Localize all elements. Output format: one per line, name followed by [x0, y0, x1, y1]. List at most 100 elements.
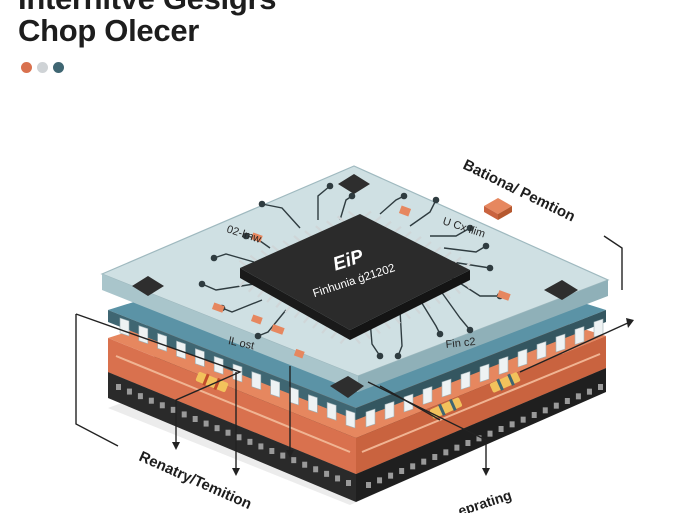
base-pin: [377, 477, 383, 484]
base-pin: [116, 384, 121, 390]
die-pin: [282, 240, 290, 247]
die-pin: [293, 310, 301, 319]
side-pin: [138, 325, 149, 345]
base-pin: [476, 435, 482, 442]
trace: [439, 289, 471, 331]
base-pin: [465, 440, 471, 446]
base-pin: [498, 426, 504, 432]
callout-top-right: Bationa/ Pemtion: [460, 156, 578, 225]
die-pin: [238, 259, 247, 267]
die-pin: [284, 305, 292, 314]
base-pin: [575, 393, 581, 400]
callout-arrowheads: [172, 318, 634, 476]
die-pin: [315, 225, 323, 233]
trace-via: [432, 196, 440, 204]
dot-grey: [37, 62, 48, 73]
trace-via: [254, 332, 262, 340]
side-pin: [308, 394, 318, 414]
base-pin: [487, 430, 493, 437]
trace: [317, 185, 331, 220]
base-pin: [214, 425, 220, 432]
die-pin: [394, 316, 401, 325]
trace-via: [394, 352, 402, 360]
die-pin: [275, 300, 283, 308]
trace-via: [482, 242, 490, 250]
side-pin: [289, 386, 299, 406]
die-pin: [434, 296, 441, 305]
circuit-traces: [198, 182, 504, 360]
die-pin: [304, 230, 312, 237]
die-pin: [293, 235, 301, 242]
side-pin: [176, 340, 186, 360]
side-pin: [326, 401, 337, 421]
trace-via: [466, 326, 474, 334]
trace-via: [348, 192, 356, 200]
base-pin: [520, 416, 526, 423]
trace-via: [466, 224, 474, 232]
trace: [430, 227, 471, 237]
die-pin: [444, 291, 451, 300]
base-pin: [280, 452, 286, 459]
base-pin: [126, 388, 132, 395]
die-pin: [394, 225, 402, 233]
dot-orange: [21, 62, 32, 73]
die-pin: [404, 311, 411, 320]
base-pin: [388, 472, 394, 479]
die-pin: [339, 336, 347, 345]
die-pin: [354, 336, 361, 345]
base-pin: [192, 416, 198, 422]
die-pin: [249, 254, 258, 262]
trace-via: [258, 200, 266, 208]
base-pin: [410, 463, 416, 470]
base-pin: [531, 412, 537, 418]
trace: [443, 245, 487, 253]
dot-teal: [53, 62, 64, 73]
small-cube-icon: [484, 198, 512, 220]
die-pin: [247, 285, 255, 293]
side-pin: [403, 393, 414, 413]
base-pin: [302, 461, 308, 468]
base-pin: [137, 393, 143, 400]
side-pins-left: [119, 317, 356, 429]
base-pin: [148, 397, 154, 404]
base-pin: [324, 470, 330, 477]
trace-via: [242, 232, 250, 240]
side-pin: [213, 355, 224, 375]
base-pin: [346, 480, 351, 486]
side-pin: [536, 341, 547, 360]
base-pin: [366, 482, 371, 488]
base-pin: [258, 443, 264, 450]
base-pin: [181, 411, 187, 418]
die-pin: [414, 306, 421, 315]
base-pin: [313, 466, 319, 473]
side-pin: [479, 363, 490, 383]
die-pin: [454, 286, 461, 295]
side-pin: [270, 378, 280, 398]
base-pin: [399, 468, 405, 474]
base-pin: [598, 384, 603, 390]
trace: [213, 253, 255, 263]
die-pin: [330, 331, 338, 339]
die-pin: [444, 251, 452, 259]
die-pin: [364, 210, 372, 218]
side-pin: [119, 317, 130, 337]
base-pin: [553, 402, 559, 409]
die-pin: [414, 236, 422, 243]
die-pin: [347, 210, 356, 218]
pad-label-bottom-left: lL ost: [227, 335, 255, 352]
die-pin: [271, 244, 279, 252]
chip-die: EiP Finhunia ġ21202: [240, 214, 470, 340]
die-pin: [364, 331, 371, 340]
trace: [221, 299, 263, 313]
side-pin: [251, 371, 262, 391]
base-pin: [159, 402, 165, 409]
base-pin: [421, 458, 427, 465]
base-pin: [225, 429, 231, 436]
side-pin: [345, 409, 356, 429]
base-pin: [586, 388, 592, 395]
die-pin: [464, 261, 472, 269]
trace: [397, 309, 403, 357]
base-pin: [443, 449, 449, 456]
die-pin: [454, 256, 462, 264]
